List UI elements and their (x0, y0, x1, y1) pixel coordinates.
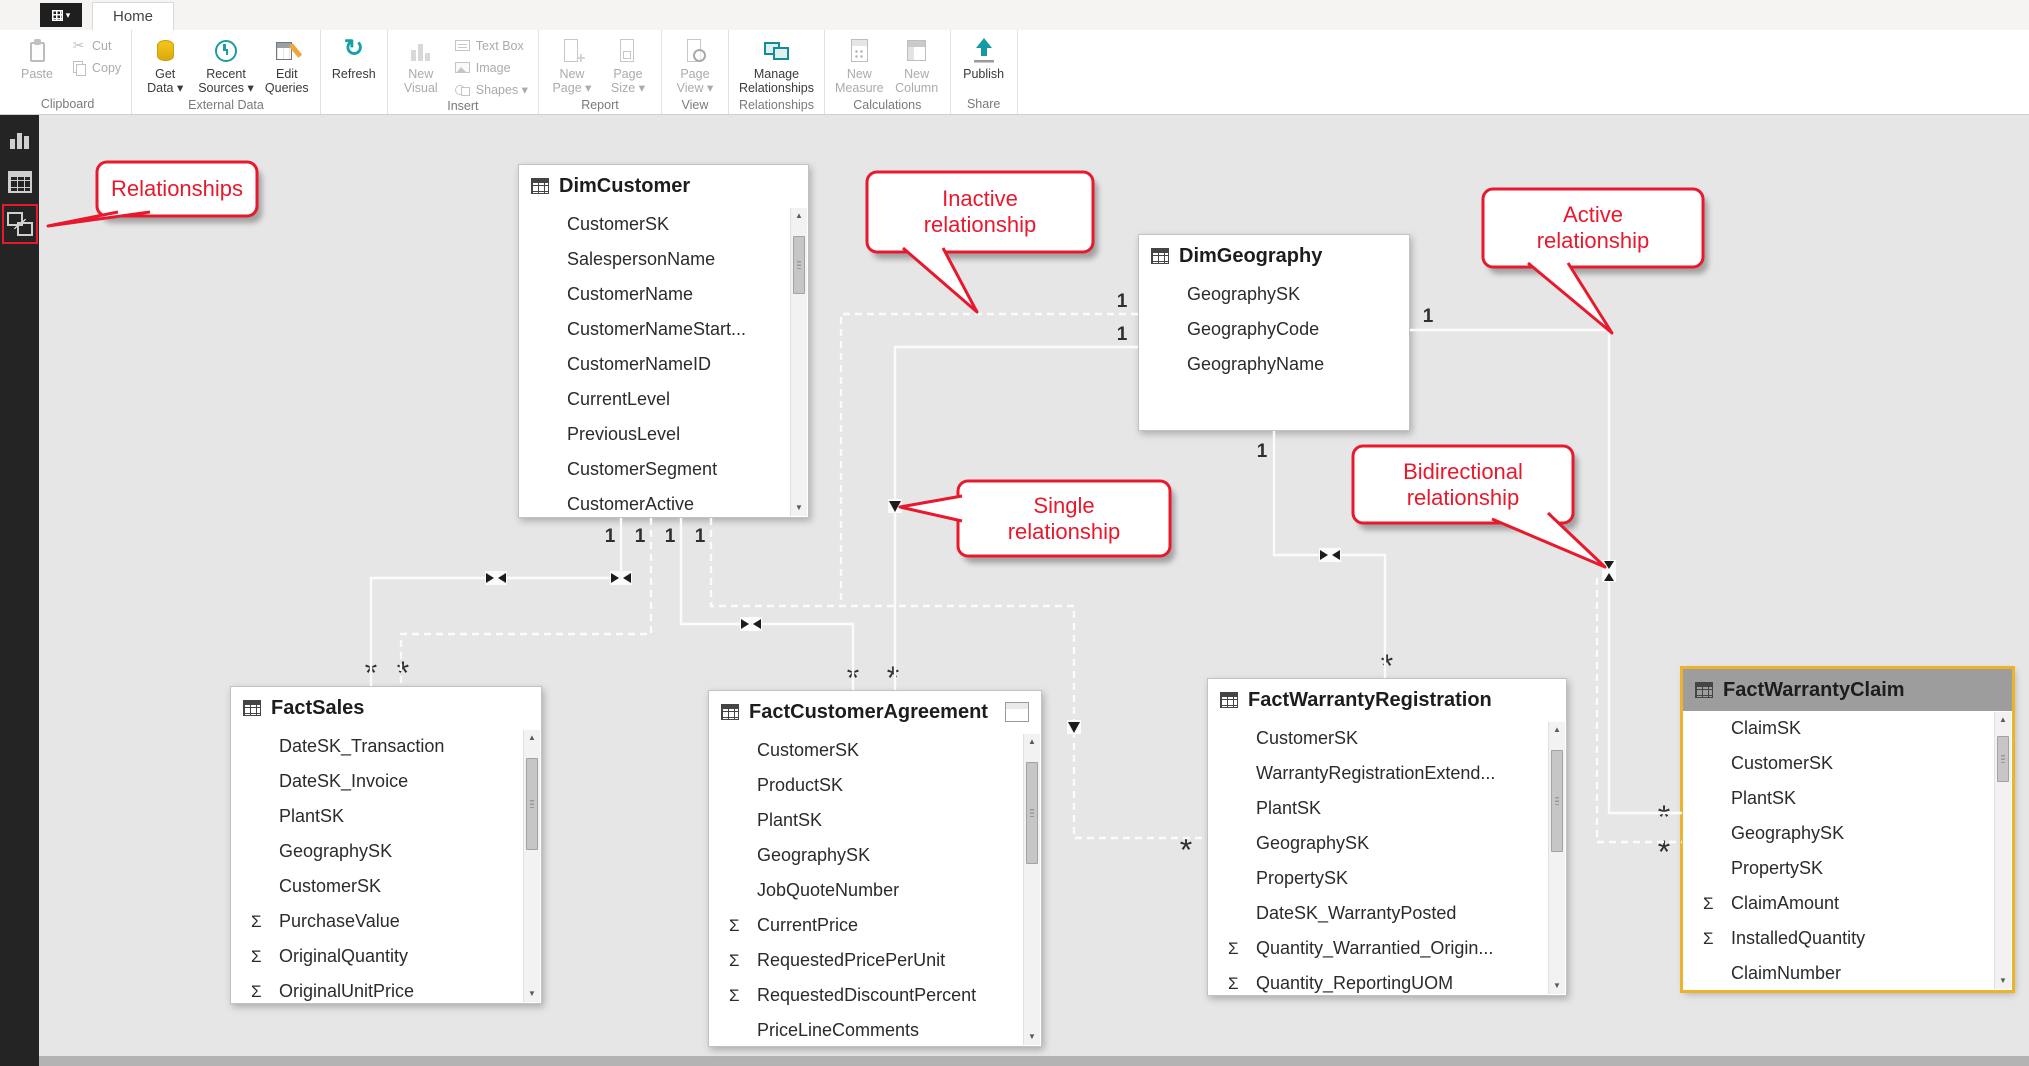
ribbon-group-share: PublishShare (951, 30, 1018, 114)
newpage-icon (558, 37, 585, 64)
ribbon-group-label: Relationships (734, 98, 819, 114)
ribbon-group-insert: New VisualText BoxImageShapes ▾Insert (388, 30, 539, 114)
sidebar (0, 115, 39, 1066)
ribbon-button-new-measure: New Measure (830, 32, 889, 98)
pagesize-icon (614, 37, 641, 64)
managerel-icon (763, 37, 790, 64)
ribbon-group-clipboard: PasteCutCopyClipboard (4, 30, 132, 114)
pageview-icon (681, 37, 708, 64)
ribbon-group-label: Share (956, 97, 1012, 114)
ribbon-group-label: Clipboard (9, 97, 126, 114)
ribbon: PasteCutCopyClipboardGet Data ▾Recent So… (0, 30, 2029, 115)
cut-icon (70, 37, 87, 54)
ribbon-button-cut: Cut (65, 36, 126, 55)
ribbon-button-get-data[interactable]: Get Data ▾ (137, 32, 193, 98)
copy-icon (70, 59, 87, 76)
ribbon-group-report: New Page ▾Page Size ▾Report (539, 30, 662, 114)
app-grid-icon (52, 10, 63, 21)
ribbon-group-relationships: Manage RelationshipsRelationships (729, 30, 825, 114)
ribbon-group-refresh: Refresh (321, 30, 388, 114)
canvas-background (39, 116, 2029, 1066)
ribbon-button-refresh[interactable]: Refresh (326, 32, 382, 83)
ribbon-group-label: View (667, 98, 723, 114)
ribbon-group-label: Calculations (830, 98, 945, 114)
ribbon-group-label (326, 97, 382, 114)
ribbon-button-new-page: New Page ▾ (544, 32, 600, 98)
sidebar-item-report-view[interactable] (7, 127, 33, 153)
sidebar-items (0, 115, 39, 237)
report-view-icon (8, 128, 32, 152)
ribbon-group-label: Insert (393, 99, 533, 115)
ribbon-button-paste: Paste (9, 32, 65, 83)
editq-icon (273, 37, 300, 64)
ribbon-group-external-data: Get Data ▾Recent Sources ▾Edit QueriesEx… (132, 30, 321, 114)
column-icon (903, 37, 930, 64)
ribbon-button-new-visual: New Visual (393, 32, 449, 98)
ribbon-button-edit-queries[interactable]: Edit Queries (259, 32, 315, 98)
ribbon-group-calculations: New MeasureNew ColumnCalculations (825, 30, 951, 114)
ribbon-button-copy: Copy (65, 58, 126, 77)
refresh-icon (340, 37, 367, 64)
image-icon (454, 59, 471, 76)
getdata-icon (152, 37, 179, 64)
recent-icon (212, 37, 239, 64)
tab-home[interactable]: Home (92, 2, 174, 30)
textbox-icon (454, 37, 471, 54)
ribbon-button-image: Image (449, 58, 533, 77)
window-bottom-edge (39, 1056, 2029, 1066)
ribbon-button-new-column: New Column (889, 32, 945, 98)
ribbon-group-view: Page View ▾View (662, 30, 729, 114)
annotation-box (2, 204, 38, 244)
ribbon-button-publish[interactable]: Publish (956, 32, 1012, 83)
sidebar-item-data-view[interactable] (7, 169, 33, 195)
visual-icon (407, 37, 434, 64)
paste-icon (24, 37, 51, 64)
ribbon-button-page-size: Page Size ▾ (600, 32, 656, 98)
ribbon-group-label: Report (544, 98, 656, 114)
data-view-icon (8, 171, 32, 193)
ribbon-button-page-view: Page View ▾ (667, 32, 723, 98)
ribbon-button-text-box: Text Box (449, 36, 533, 55)
ribbon-button-manage-relationships[interactable]: Manage Relationships (734, 32, 819, 98)
measure-icon (846, 37, 873, 64)
ribbon-group-label: External Data (137, 98, 315, 114)
ribbon-button-recent-sources[interactable]: Recent Sources ▾ (193, 32, 259, 98)
ribbon-groups: PasteCutCopyClipboardGet Data ▾Recent So… (0, 30, 2029, 114)
ribbon-button-shapes: Shapes ▾ (449, 80, 533, 99)
chevron-down-icon: ▾ (66, 11, 71, 20)
sidebar-item-model-view[interactable] (7, 211, 33, 237)
publish-icon (970, 37, 997, 64)
app-menu-button[interactable]: ▾ (40, 3, 82, 27)
shapes-icon (454, 81, 471, 98)
ribbon-tab-strip: ▾ Home (0, 0, 2029, 30)
